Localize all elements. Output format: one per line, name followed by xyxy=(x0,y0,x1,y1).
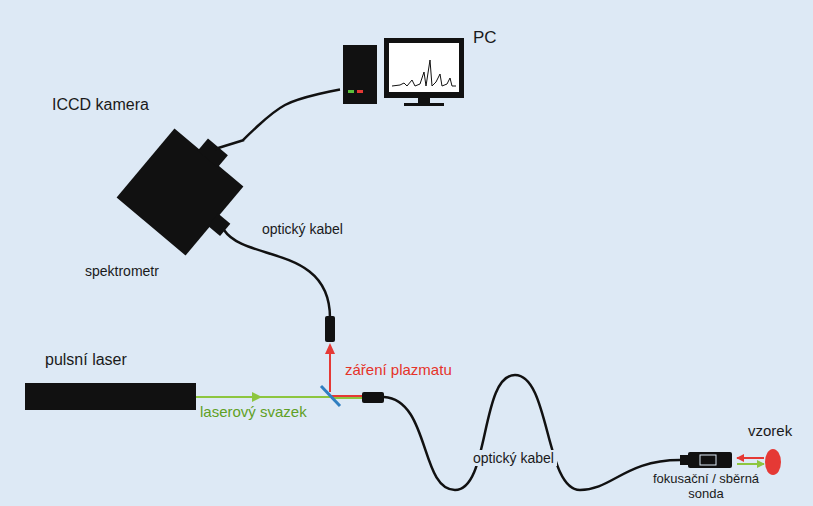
monitor-stand xyxy=(418,98,430,103)
data-cable-stub xyxy=(215,140,244,149)
beam-label: laserový svazek xyxy=(200,403,307,420)
monitor-base xyxy=(404,103,444,106)
spectrometer-body xyxy=(117,129,244,256)
plasma-light-arrow xyxy=(737,457,764,459)
pc-led xyxy=(348,90,354,93)
plasma-label: záření plazmatu xyxy=(345,361,452,378)
device-label: ICCD kamera xyxy=(52,96,149,114)
computer: PC xyxy=(340,38,465,106)
cable-label: optický kabel xyxy=(470,450,557,466)
laser-beam xyxy=(196,396,330,398)
probe: fokusační / sběrná sonda xyxy=(680,452,737,468)
fiber-connector xyxy=(362,392,384,403)
data-cable xyxy=(243,90,340,141)
pc-tower xyxy=(343,45,377,104)
cable-label: optický kabel xyxy=(262,221,343,237)
probe-body xyxy=(688,452,732,468)
sample: vzorek xyxy=(764,449,782,476)
device-label: fokusační / sběrná sonda xyxy=(635,472,777,502)
laser-pulse-arrow xyxy=(737,463,764,465)
laser-body xyxy=(25,383,196,410)
probe-lens xyxy=(700,455,716,465)
pc-icon xyxy=(343,38,464,106)
optical-fiber xyxy=(224,230,330,318)
spectrum-plot xyxy=(392,60,456,86)
camera-head xyxy=(198,138,228,167)
monitor-screen xyxy=(389,43,459,92)
pc-led xyxy=(357,90,363,93)
device-label: PC xyxy=(473,28,497,48)
pulsed-laser: pulsní laser xyxy=(25,383,196,410)
plasma-light xyxy=(331,395,364,397)
device-label: vzorek xyxy=(748,422,792,439)
beam-arrowhead xyxy=(252,392,262,402)
device-label: pulsní laser xyxy=(45,351,127,369)
monitor xyxy=(384,38,464,98)
plasma-arrowhead xyxy=(325,343,335,354)
sample xyxy=(765,449,781,475)
optical-fiber xyxy=(384,375,680,490)
plasma-light xyxy=(329,352,331,392)
iccd-spectrometer: ICCD kameraspektrometr xyxy=(118,130,243,255)
dichroic-mirror xyxy=(321,386,340,406)
fiber-connector xyxy=(325,316,335,342)
probe-tail xyxy=(680,455,688,465)
device-label: spektrometr xyxy=(85,263,159,279)
laser-beam xyxy=(331,397,364,399)
